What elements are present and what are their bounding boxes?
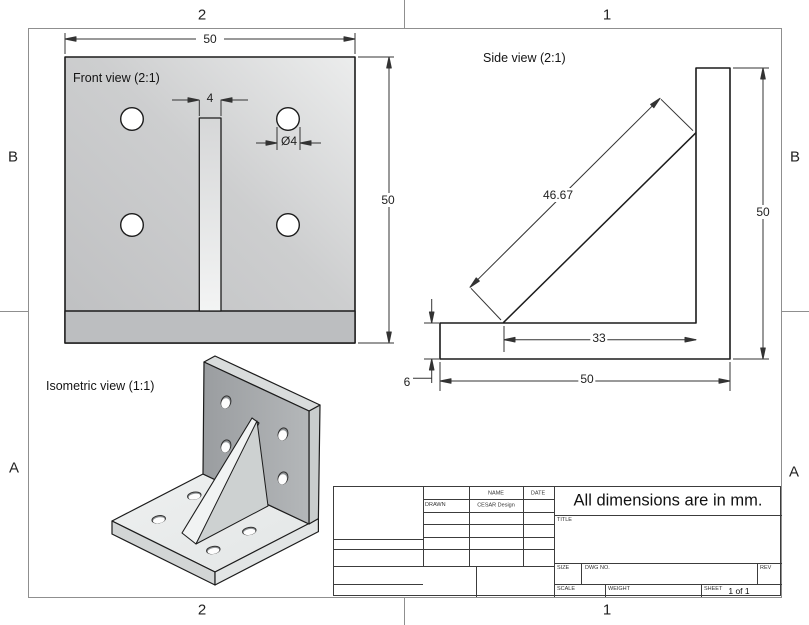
iso-rib-face bbox=[195, 420, 269, 545]
dim-front-rib: 4 bbox=[206, 91, 214, 105]
dim-front-width: 50 bbox=[203, 32, 217, 46]
zone-label-top-1: 1 bbox=[602, 6, 612, 24]
iso-view-label: Isometric view (1:1) bbox=[46, 379, 155, 393]
dimensions-note: All dimensions are in mm. bbox=[573, 491, 763, 510]
zone-label-top-2: 2 bbox=[197, 6, 207, 24]
title-block-line bbox=[423, 537, 554, 538]
zone-label-left-a: A bbox=[8, 459, 20, 477]
title-block-line bbox=[554, 563, 782, 564]
dwg-no-label: DWG NO. bbox=[585, 565, 610, 571]
zone-label-right-b: B bbox=[789, 148, 801, 166]
iso-plate-edge-face bbox=[308, 404, 321, 525]
zone-label-right-a: A bbox=[788, 463, 800, 481]
front-rib bbox=[198, 117, 222, 312]
weight-label: WEIGHT bbox=[608, 586, 630, 592]
zone-label-bottom-2: 2 bbox=[197, 601, 207, 619]
isometric-view-drawing bbox=[111, 355, 321, 586]
title-block-line bbox=[523, 487, 524, 566]
drawn-name-value: CESAR Design bbox=[477, 501, 515, 508]
zone-tick-right bbox=[781, 311, 809, 313]
iso-base-holes bbox=[151, 491, 257, 555]
sheet-value: 1 of 1 bbox=[728, 585, 750, 596]
title-block-line bbox=[476, 566, 477, 597]
zone-label-left-b: B bbox=[7, 148, 19, 166]
dim-front-height: 50 bbox=[379, 193, 397, 207]
side-rib-edge bbox=[502, 132, 697, 324]
title-label: TITLE bbox=[557, 517, 572, 523]
size-label: SIZE bbox=[557, 565, 570, 571]
sheet-label: SHEET bbox=[704, 586, 723, 592]
side-view-label: Side view (2:1) bbox=[483, 51, 566, 65]
scale-label: SCALE bbox=[557, 586, 576, 592]
title-block-line bbox=[605, 584, 606, 597]
drawn-label: DRAWN bbox=[425, 502, 446, 508]
title-block-line bbox=[423, 524, 554, 525]
front-view-label: Front view (2:1) bbox=[73, 71, 160, 85]
title-block-line bbox=[423, 499, 554, 500]
title-block-line bbox=[334, 549, 554, 550]
dim-side-height: 50 bbox=[754, 205, 772, 219]
iso-plate-holes bbox=[220, 395, 289, 485]
date-header-label: DATE bbox=[530, 489, 546, 496]
name-header-label: NAME bbox=[488, 489, 504, 496]
dim-side-inner: 33 bbox=[590, 331, 608, 345]
title-block-line bbox=[757, 563, 758, 584]
title-block-line bbox=[554, 515, 782, 516]
rev-label: REV bbox=[760, 565, 772, 571]
title-block: NAME DATE DRAWN CESAR Design All dimensi… bbox=[333, 486, 782, 597]
front-view-drawing bbox=[64, 33, 394, 344]
dim-front-hole: Ø4 bbox=[280, 134, 298, 148]
front-holes bbox=[119, 106, 301, 237]
title-block-line bbox=[423, 512, 554, 513]
title-block-line bbox=[423, 487, 424, 566]
side-l-profile bbox=[439, 67, 731, 360]
title-block-line bbox=[334, 566, 554, 567]
title-block-line bbox=[701, 584, 702, 597]
iso-rib-top-edge bbox=[181, 417, 260, 545]
iso-base-right-face bbox=[214, 517, 319, 586]
dim-side-thickness: 6 bbox=[403, 375, 411, 389]
front-base-strip bbox=[64, 310, 356, 344]
title-block-line bbox=[581, 563, 582, 584]
zone-label-bottom-1: 1 bbox=[602, 601, 612, 619]
dim-side-width: 50 bbox=[578, 372, 596, 386]
title-block-line bbox=[554, 584, 782, 585]
title-block-line bbox=[334, 584, 423, 585]
title-block-line bbox=[469, 487, 470, 566]
zone-tick-top bbox=[404, 0, 406, 28]
zone-tick-left bbox=[0, 311, 28, 313]
dim-side-diagonal: 46.67 bbox=[540, 188, 576, 202]
zone-tick-bottom bbox=[404, 597, 406, 625]
title-block-line bbox=[334, 539, 423, 540]
title-block-line bbox=[554, 487, 555, 597]
